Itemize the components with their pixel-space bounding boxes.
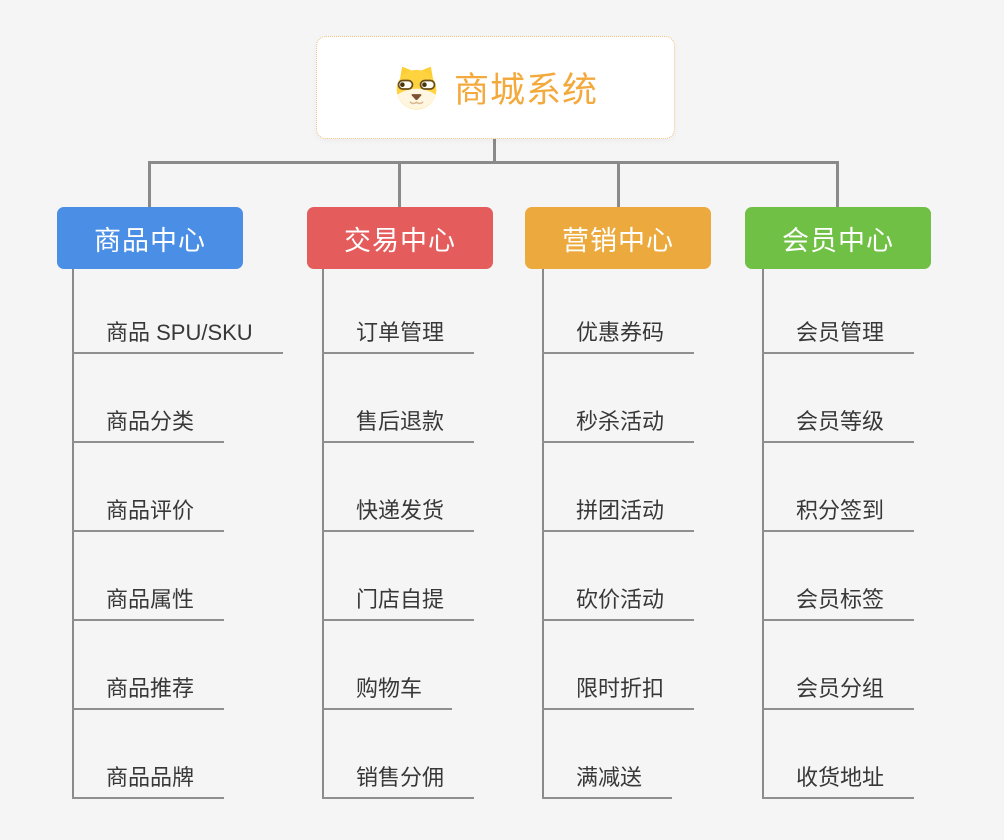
- leaf-node[interactable]: 商品评价: [72, 492, 225, 532]
- connector-spine-1: [72, 269, 74, 799]
- leaf-node[interactable]: 门店自提: [322, 581, 475, 621]
- leaf-node[interactable]: 商品品牌: [72, 759, 225, 799]
- leaf-node[interactable]: 商品分类: [72, 403, 225, 443]
- leaf-node[interactable]: 售后退款: [322, 403, 475, 443]
- branch-node-trade-center[interactable]: 交易中心: [307, 207, 493, 269]
- leaf-node[interactable]: 优惠券码: [542, 314, 695, 354]
- leaf-node[interactable]: 满减送: [542, 759, 673, 799]
- leaf-node[interactable]: 会员等级: [762, 403, 915, 443]
- connector-bus: [148, 161, 838, 164]
- leaf-node[interactable]: 销售分佣: [322, 759, 475, 799]
- leaf-node[interactable]: 商品 SPU/SKU: [72, 314, 283, 354]
- leaf-node[interactable]: 订单管理: [322, 314, 475, 354]
- leaf-node[interactable]: 商品推荐: [72, 670, 225, 710]
- leaf-node[interactable]: 积分签到: [762, 492, 915, 532]
- leaf-node[interactable]: 商品属性: [72, 581, 225, 621]
- branch-node-member-center[interactable]: 会员中心: [745, 207, 931, 269]
- branch-node-product-center[interactable]: 商品中心: [57, 207, 243, 269]
- connector-drop-1: [148, 161, 151, 209]
- root-node[interactable]: 商城系统: [316, 36, 675, 139]
- connector-root-stub: [493, 139, 496, 163]
- dog-icon: [393, 64, 440, 111]
- leaf-node[interactable]: 会员标签: [762, 581, 915, 621]
- connector-drop-2: [398, 161, 401, 209]
- leaf-node[interactable]: 收货地址: [762, 759, 915, 799]
- leaf-node[interactable]: 秒杀活动: [542, 403, 695, 443]
- leaf-node[interactable]: 会员分组: [762, 670, 915, 710]
- root-title: 商城系统: [453, 71, 598, 110]
- connector-spine-2: [322, 269, 324, 799]
- leaf-node[interactable]: 快递发货: [322, 492, 475, 532]
- leaf-node[interactable]: 拼团活动: [542, 492, 695, 532]
- connector-spine-3: [542, 269, 544, 799]
- leaf-node[interactable]: 购物车: [322, 670, 453, 710]
- branch-node-marketing-center[interactable]: 营销中心: [525, 207, 711, 269]
- connector-drop-4: [836, 161, 839, 209]
- connector-spine-4: [762, 269, 764, 799]
- connector-drop-3: [617, 161, 620, 209]
- leaf-node[interactable]: 限时折扣: [542, 670, 695, 710]
- leaf-node[interactable]: 砍价活动: [542, 581, 695, 621]
- leaf-node[interactable]: 会员管理: [762, 314, 915, 354]
